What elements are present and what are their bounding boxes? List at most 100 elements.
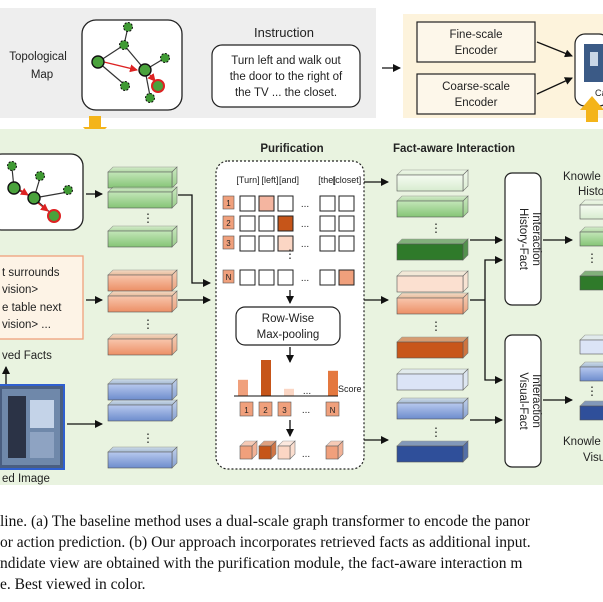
cropped-output-box: Ca: [574, 33, 603, 107]
matrix-cell: [239, 235, 256, 252]
row-label: 1: [226, 199, 231, 208]
score-bar: [261, 360, 271, 396]
caption-line-3: ndidate view are obtained with the purif…: [0, 555, 523, 572]
row-ellipsis: ...: [301, 219, 309, 230]
cube-ellipsis: ...: [302, 449, 310, 460]
fact-aware-block: [396, 397, 469, 420]
fact-aware-block: [396, 292, 469, 315]
gold-arrow-up: [580, 96, 603, 122]
fact-aware-title: Fact-aware Interaction: [393, 143, 515, 155]
history-fact-box: [504, 172, 542, 306]
fact-aware-block: [396, 336, 469, 359]
matrix-cell: [258, 269, 275, 286]
topo-map-label-1: Topological: [9, 51, 67, 63]
knowledge-visual-label-2: Visu: [583, 452, 603, 464]
row-label: 2: [226, 219, 231, 228]
knowledge-block: [579, 226, 603, 247]
score-bar: [328, 370, 338, 396]
row-marker: [222, 269, 235, 284]
knowledge-visual-label-1: Knowle: [563, 436, 601, 448]
retrieved-facts-label: ved Facts: [2, 350, 52, 362]
instruction-line-1: Turn left and walk out: [231, 55, 341, 67]
vertical-ellipsis: ⋮: [142, 317, 154, 331]
vertical-ellipsis: ⋮: [586, 251, 598, 265]
fact-aware-block: [396, 169, 469, 192]
vertical-ellipsis: ⋮: [430, 221, 442, 235]
instruction-title: Instruction: [254, 25, 314, 40]
matrix-cell: [258, 235, 275, 252]
score-index-box: [277, 401, 292, 417]
row-marker: [222, 195, 235, 210]
knowledge-block: [579, 400, 603, 421]
score-index-label: N: [330, 406, 336, 415]
coarse-scale-encoder: [416, 73, 536, 115]
embedding-block: [107, 269, 178, 292]
coarse-encoder-label-1: Coarse-scale: [442, 81, 510, 93]
weighted-fact-cube: [325, 440, 344, 460]
knowledge-block: [579, 334, 603, 355]
vertical-ellipsis: ⋮: [284, 247, 296, 261]
matrix-cell: [319, 195, 336, 212]
row-label: N: [226, 273, 232, 282]
coarse-encoder-label-2: Encoder: [455, 97, 498, 109]
row-ellipsis: ...: [301, 273, 309, 284]
rowwise-maxpool-box: [235, 306, 341, 346]
topological-map: [81, 19, 183, 111]
weighted-fact-cube: [239, 440, 258, 460]
token-turn: [Turn]: [236, 175, 259, 185]
coarse-encoder-arrow: [536, 77, 573, 95]
token-and: [and]: [279, 175, 299, 185]
image-label: ed Image: [2, 473, 50, 485]
embedding-block: [107, 446, 178, 469]
label-ellipsis: ...: [302, 405, 310, 416]
embedding-stacks: ⋮⋮⋮⋮⋮⋮⋮⋮: [107, 166, 603, 469]
fine-encoder-arrow: [536, 41, 573, 58]
matrix-cell: [277, 235, 294, 252]
embedding-block: [107, 290, 178, 313]
fine-scale-encoder: [416, 21, 536, 63]
caption-line-1: line. (a) The baseline method uses a dua…: [0, 513, 530, 530]
caption-line-2: or action prediction. (b) Our approach i…: [0, 534, 531, 551]
fact-line-1: t surrounds: [2, 267, 60, 279]
figure-caption: line. (a) The baseline method uses a dua…: [0, 511, 603, 595]
knowledge-history-label-2: Histo: [578, 186, 603, 198]
weighted-fact-cube: [277, 440, 296, 460]
instruction-box: [211, 44, 361, 108]
matrix-cell: [319, 235, 336, 252]
token-left: [left]: [261, 175, 278, 185]
history-fact-label-1: History-Fact: [517, 208, 529, 271]
vertical-ellipsis: ⋮: [142, 431, 154, 445]
knowledge-history-label-1: Knowle: [563, 171, 601, 183]
fact-aware-block: [396, 238, 469, 261]
instruction-line-2: the door to the right of: [230, 71, 343, 83]
rowwise-label-1: Row-Wise: [262, 313, 314, 325]
row-marker: [222, 235, 235, 250]
caption-line-4: e. Best viewed in color.: [0, 576, 146, 593]
matrix-cell: [258, 215, 275, 232]
fine-encoder-label-1: Fine-scale: [449, 29, 502, 41]
knowledge-block: [579, 270, 603, 291]
score-label: Score: [338, 384, 362, 394]
purification-title: Purification: [260, 143, 323, 155]
knowledge-block: [579, 199, 603, 220]
embedding-block: [107, 166, 178, 189]
score-index-box: [325, 401, 340, 417]
cropped-label: Ca: [595, 88, 603, 98]
score-index-box: [258, 401, 273, 417]
score-bars: ...: [238, 360, 338, 397]
visual-fact-label-1: Visual-Fact: [517, 372, 529, 430]
token-closet: [closet]: [333, 175, 362, 185]
vertical-ellipsis: ⋮: [430, 319, 442, 333]
fact-aware-block: [396, 270, 469, 293]
weighted-facts: ...: [239, 440, 344, 460]
matrix-cell: [319, 215, 336, 232]
token-the: [the]: [318, 175, 336, 185]
row-ellipsis: ...: [301, 199, 309, 210]
similarity-matrix: 1...2...3...N...⋮: [222, 195, 355, 286]
matrix-cell: [338, 235, 355, 252]
gold-arrow-down: [83, 116, 107, 140]
retrieved-facts-box: [0, 255, 84, 340]
vertical-ellipsis: ⋮: [586, 384, 598, 398]
score-bar: [238, 379, 248, 396]
